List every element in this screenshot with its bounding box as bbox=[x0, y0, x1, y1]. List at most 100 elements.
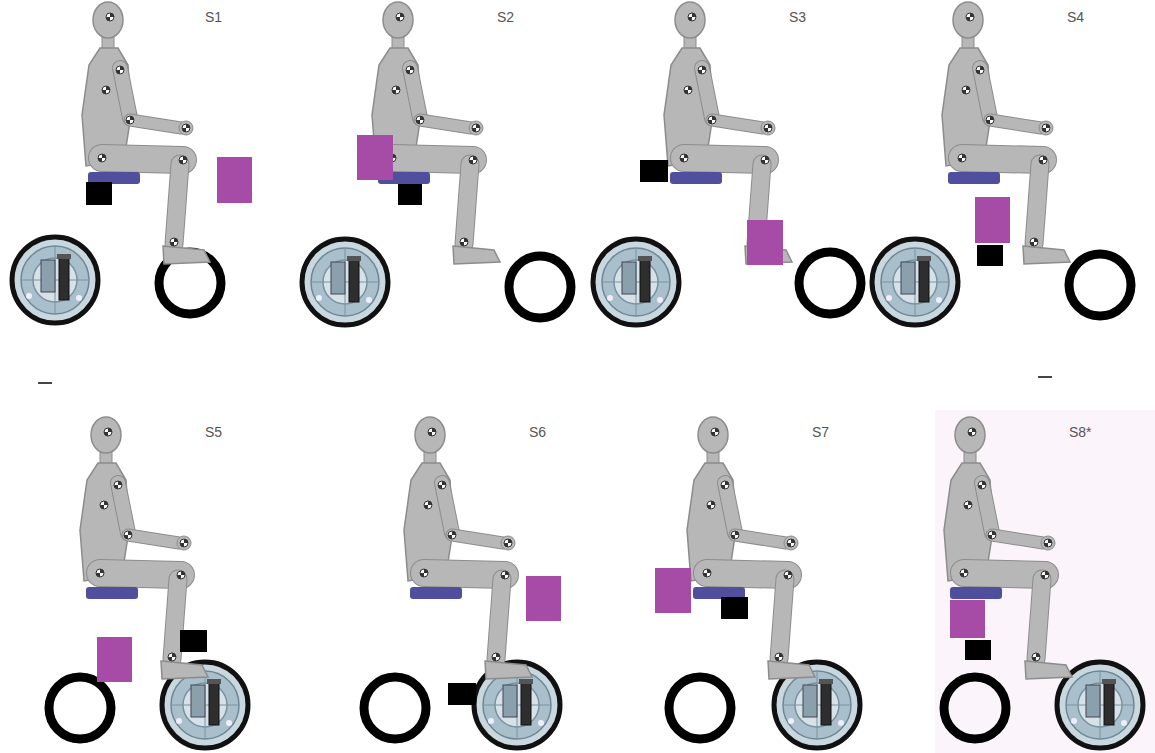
bolt bbox=[838, 720, 844, 726]
joint-marker bbox=[492, 653, 500, 661]
tyre bbox=[593, 239, 679, 325]
limb bbox=[1034, 164, 1040, 244]
bolt bbox=[76, 295, 82, 301]
limb bbox=[725, 483, 735, 533]
joint-marker bbox=[96, 569, 104, 577]
bolt bbox=[1071, 718, 1077, 724]
joint-marker bbox=[764, 124, 772, 132]
joint-marker bbox=[784, 571, 792, 579]
joint-marker bbox=[501, 571, 509, 579]
tyre bbox=[162, 662, 248, 748]
joint-marker bbox=[472, 124, 480, 132]
seated-dummy bbox=[944, 417, 1072, 679]
joint-marker bbox=[708, 116, 716, 124]
joint-marker bbox=[102, 86, 110, 94]
limb-outline bbox=[684, 158, 765, 160]
joint-marker bbox=[966, 13, 974, 21]
joint-marker bbox=[986, 116, 994, 124]
joint-marker bbox=[177, 571, 185, 579]
joint-marker bbox=[104, 428, 112, 436]
limb-outline bbox=[707, 573, 788, 575]
seat-cushion bbox=[670, 172, 722, 184]
joint-marker bbox=[978, 481, 986, 489]
limb-outline bbox=[779, 579, 785, 659]
head bbox=[383, 2, 413, 38]
limb-outline bbox=[1036, 579, 1042, 659]
hub-ring bbox=[311, 248, 379, 316]
joint-marker bbox=[688, 13, 696, 21]
foot bbox=[163, 246, 210, 264]
motor-body bbox=[1086, 685, 1100, 717]
joint-marker bbox=[124, 531, 132, 539]
joint-marker bbox=[182, 124, 190, 132]
joint-marker bbox=[1032, 653, 1040, 661]
hub-ring bbox=[881, 248, 949, 316]
head bbox=[93, 2, 123, 38]
scenario-label: S1 bbox=[205, 10, 222, 25]
joint-marker bbox=[960, 569, 968, 577]
bolt bbox=[176, 718, 182, 724]
limb-outline bbox=[424, 573, 505, 575]
motor-cylinder bbox=[919, 258, 929, 302]
foot bbox=[453, 246, 500, 264]
bolt bbox=[538, 720, 544, 726]
motor-wheel bbox=[872, 239, 958, 325]
battery-block bbox=[747, 220, 783, 265]
hand bbox=[761, 121, 775, 135]
battery-block bbox=[97, 637, 132, 682]
battery-block bbox=[217, 157, 252, 203]
joint-marker bbox=[1044, 539, 1052, 547]
hub-ring bbox=[1066, 671, 1134, 739]
joint-marker bbox=[703, 569, 711, 577]
limb-outline bbox=[982, 483, 992, 533]
joint-marker bbox=[424, 501, 432, 509]
limb bbox=[410, 68, 420, 118]
joint-marker bbox=[114, 481, 122, 489]
joint-marker bbox=[124, 531, 132, 539]
motor-body bbox=[191, 685, 205, 717]
joint-marker bbox=[460, 238, 468, 246]
limb bbox=[712, 120, 763, 128]
joint-marker bbox=[428, 428, 436, 436]
head bbox=[698, 417, 728, 453]
limb bbox=[118, 483, 128, 533]
joint-marker bbox=[392, 86, 400, 94]
joint-marker bbox=[707, 501, 715, 509]
joint-marker bbox=[177, 571, 185, 579]
joint-marker bbox=[962, 86, 970, 94]
limb bbox=[990, 120, 1041, 128]
tyre bbox=[12, 237, 98, 323]
joint-marker bbox=[472, 124, 480, 132]
joint-marker bbox=[968, 428, 976, 436]
hand bbox=[177, 536, 191, 550]
joint-marker bbox=[98, 154, 106, 162]
limb-outline bbox=[420, 120, 471, 128]
joint-marker bbox=[1041, 571, 1049, 579]
joint-marker bbox=[396, 13, 404, 21]
joint-marker bbox=[1042, 124, 1050, 132]
joint-marker bbox=[420, 569, 428, 577]
joint-marker bbox=[416, 116, 424, 124]
joint-marker bbox=[501, 571, 509, 579]
head bbox=[91, 417, 121, 453]
joint-marker bbox=[428, 428, 436, 436]
caster-wheel bbox=[364, 677, 426, 739]
joint-marker bbox=[100, 501, 108, 509]
joint-marker bbox=[976, 66, 984, 74]
limb-outline bbox=[712, 120, 763, 128]
dash-mark bbox=[1038, 376, 1052, 378]
joint-marker bbox=[448, 531, 456, 539]
limb bbox=[102, 158, 183, 160]
limb bbox=[707, 573, 788, 575]
motor-cap bbox=[638, 256, 652, 261]
tyre bbox=[872, 239, 958, 325]
joint-marker bbox=[703, 569, 711, 577]
tyre bbox=[474, 662, 560, 748]
limb-outline bbox=[702, 68, 712, 118]
joint-marker bbox=[179, 156, 187, 164]
controller-block bbox=[86, 182, 112, 205]
motor-body bbox=[41, 260, 55, 292]
seat-cushion bbox=[948, 172, 1000, 184]
limb-outline bbox=[990, 120, 1041, 128]
